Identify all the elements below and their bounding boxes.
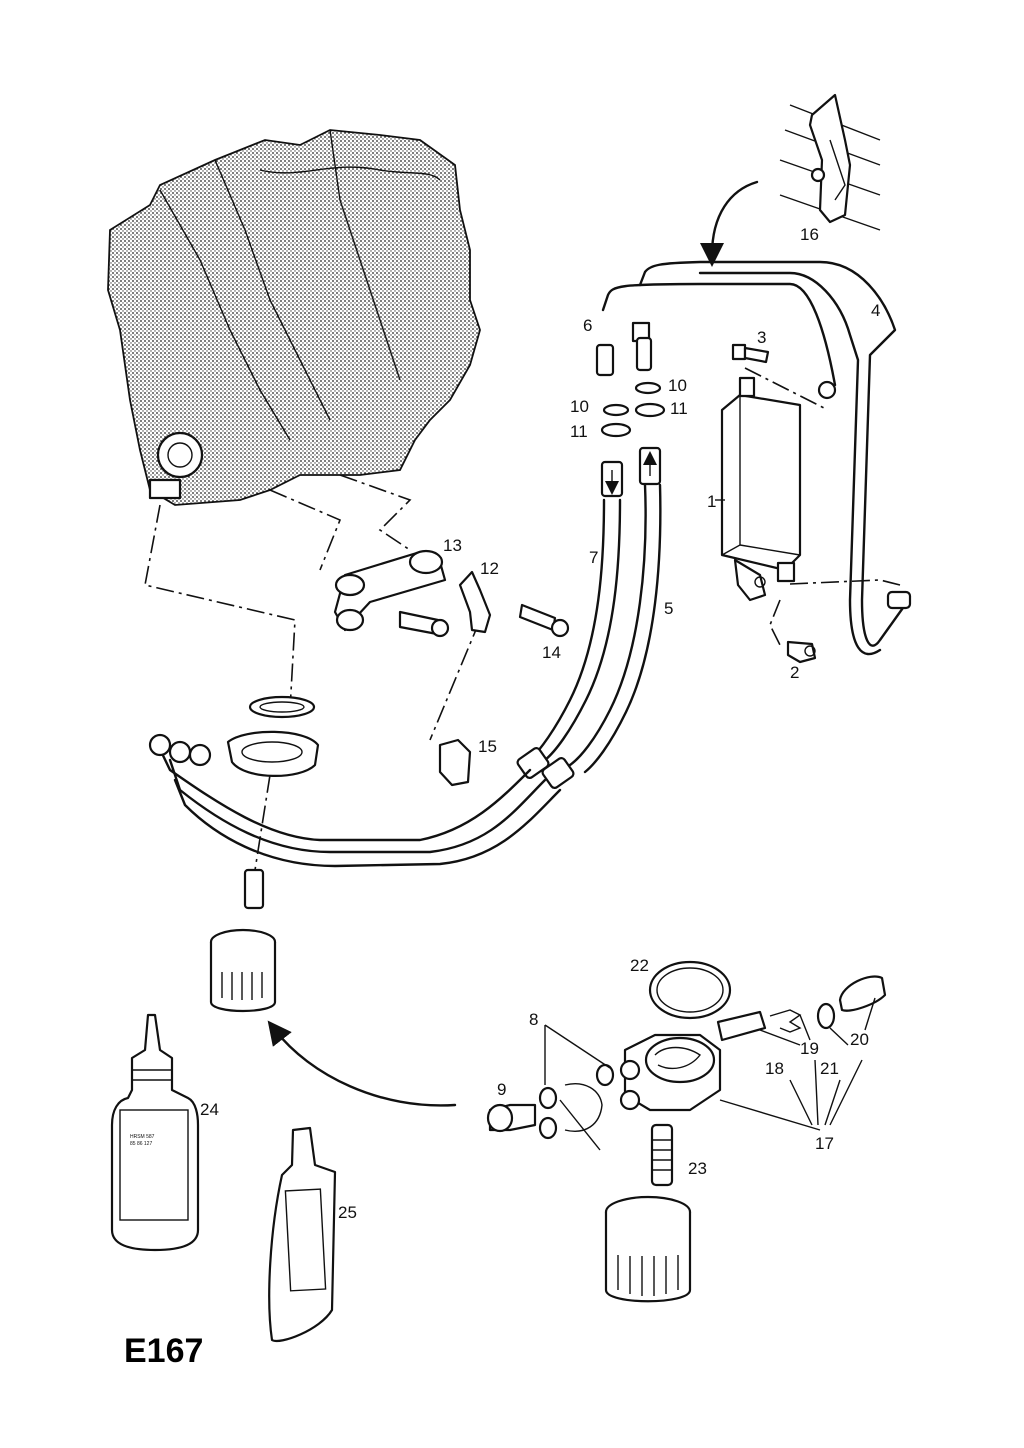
nipple-connector-top	[243, 868, 265, 910]
bolt-part-3	[731, 343, 770, 364]
callout-23: 23	[688, 1159, 707, 1178]
lower-pipes	[148, 733, 562, 868]
bracket-part-13	[333, 549, 450, 638]
nipple-part-23	[650, 1123, 674, 1187]
svg-text:HRSM 587: HRSM 587	[130, 1134, 155, 1140]
engine-block	[107, 129, 481, 506]
adaptor-part-17	[619, 1033, 722, 1112]
direction-arrow-bottom	[267, 1020, 457, 1107]
callout-17: 17	[815, 1134, 834, 1153]
callout-7: 7	[589, 548, 598, 567]
callout-6: 6	[583, 316, 592, 335]
leader-dashes	[144, 367, 901, 871]
oil-filter-bottom	[604, 1195, 692, 1303]
callout-12: 12	[480, 559, 499, 578]
direction-arrow-top	[700, 180, 759, 267]
seal-rings	[226, 695, 320, 777]
pipe-part-4	[601, 260, 912, 656]
callout-3: 3	[757, 328, 766, 347]
clip-part-16	[779, 93, 881, 231]
callout-14: 14	[542, 643, 561, 662]
tube-part-25	[268, 1126, 337, 1343]
callout-25: 25	[338, 1203, 357, 1222]
callouts: 1 2 3 4 5 6 7 8 9 10 10 11 11 12 13 14 1…	[200, 225, 880, 1222]
oil-filter-top	[209, 928, 277, 1013]
leader-lines	[544, 499, 876, 1131]
oil-cooler-part-1	[720, 376, 802, 602]
callout-11a: 11	[570, 422, 588, 441]
callout-2: 2	[790, 663, 799, 682]
callout-11b: 11	[670, 399, 688, 418]
callout-10a: 10	[570, 397, 589, 416]
callout-5: 5	[664, 599, 673, 618]
callout-9: 9	[497, 1080, 506, 1099]
callout-22: 22	[630, 956, 649, 975]
svg-text:85 86 127: 85 86 127	[130, 1141, 152, 1147]
callout-20: 20	[850, 1030, 869, 1049]
callout-18: 18	[765, 1059, 784, 1078]
callout-21: 21	[820, 1059, 839, 1078]
callout-13: 13	[443, 536, 462, 555]
callout-15: 15	[478, 737, 497, 756]
callout-24: 24	[200, 1100, 219, 1119]
callout-19: 19	[800, 1039, 819, 1058]
bolt-part-2	[786, 640, 817, 664]
o-ring-part-22	[648, 960, 732, 1020]
callout-4: 4	[871, 301, 880, 320]
bolt-part-14	[518, 603, 570, 638]
callout-10b: 10	[668, 376, 687, 395]
diagram-code: E167	[124, 1332, 203, 1370]
washers-part-8-bolt-9	[486, 1063, 615, 1151]
clip-part-15	[438, 738, 472, 787]
bracket-part-12	[458, 570, 492, 634]
callout-8: 8	[529, 1010, 538, 1029]
callout-16: 16	[800, 225, 819, 244]
bottle-part-24: HRSM 587 85 86 127	[110, 1013, 200, 1252]
fittings-6-10-11	[595, 321, 666, 498]
hoses-part-5-7	[516, 483, 662, 789]
callout-1: 1	[707, 492, 716, 511]
